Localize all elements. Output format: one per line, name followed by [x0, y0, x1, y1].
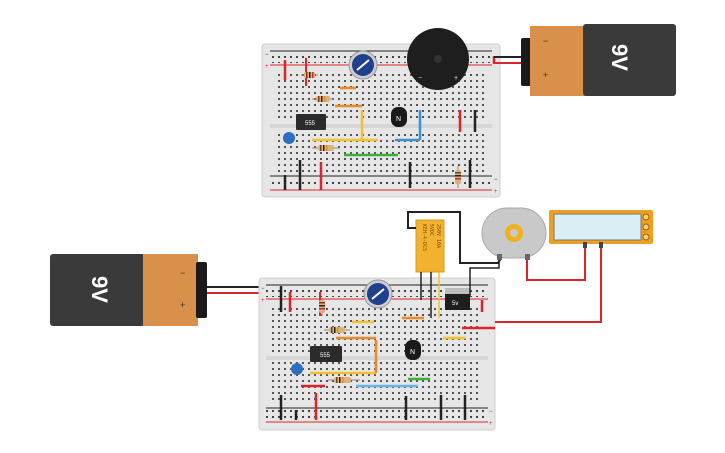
wire-red[interactable] — [526, 248, 586, 281]
ic-label: 555 — [305, 121, 316, 127]
ceramic-capacitor[interactable] — [283, 132, 295, 144]
multimeter[interactable] — [549, 210, 653, 248]
resistor[interactable] — [312, 96, 334, 102]
battery-label: 9V — [607, 44, 632, 71]
npn-transistor[interactable]: N — [391, 107, 407, 127]
ic-555-top[interactable]: 555 — [296, 114, 326, 130]
breadboard-bottom[interactable]: − + − + — [258, 277, 496, 431]
ceramic-capacitor[interactable] — [291, 363, 303, 375]
breadboard-top[interactable]: − + − + — [261, 28, 501, 198]
rail-plus-label: + — [265, 64, 269, 70]
dc-motor[interactable] — [481, 207, 547, 260]
potentiometer[interactable] — [363, 279, 393, 309]
battery-plus: + — [180, 300, 185, 310]
voltage-regulator[interactable]: 5v — [445, 288, 470, 310]
wire-black[interactable] — [469, 260, 500, 296]
ic-555-bottom[interactable]: 555 — [310, 346, 342, 362]
battery-9v-left[interactable]: − + 9V — [50, 254, 207, 326]
ic-label: 555 — [320, 353, 331, 359]
rail-plus-label: + — [489, 421, 493, 427]
wire-black[interactable] — [407, 211, 506, 264]
resistor[interactable] — [328, 377, 360, 383]
resistor[interactable] — [312, 145, 340, 151]
buzzer-minus: − — [418, 75, 422, 82]
potentiometer[interactable] — [348, 50, 378, 80]
rail-minus-label: − — [265, 52, 269, 58]
rail-plus-label: + — [261, 298, 265, 304]
piezo-buzzer[interactable]: − + — [407, 28, 469, 90]
relay[interactable]: KEH-4-DCS 5VDC 250V 10A — [415, 219, 445, 273]
resistor[interactable] — [455, 166, 461, 188]
rail-minus-label: − — [489, 409, 493, 415]
battery-minus: − — [180, 268, 185, 278]
battery-minus: − — [543, 36, 548, 46]
rail-minus-label: − — [494, 177, 498, 183]
npn-transistor[interactable]: N — [405, 340, 421, 360]
regulator-label: 5v — [452, 301, 458, 307]
battery-plus: + — [543, 70, 548, 80]
resistor[interactable] — [324, 327, 350, 333]
rail-minus-label: − — [261, 286, 265, 292]
relay-text-3: 250V 10A — [435, 224, 441, 248]
transistor-label: N — [396, 116, 401, 123]
wire-red[interactable] — [495, 248, 602, 323]
battery-label: 9V — [87, 276, 112, 303]
rail-plus-label: + — [494, 189, 498, 195]
transistor-label: N — [410, 349, 415, 356]
relay-text-2: 5VDC — [428, 224, 434, 236]
battery-9v-top[interactable]: − + 9V — [521, 24, 676, 96]
resistor[interactable] — [301, 72, 318, 78]
relay-text-1: KEH-4-DCS — [421, 224, 427, 251]
buzzer-plus: + — [454, 75, 458, 82]
resistor[interactable] — [319, 298, 325, 316]
